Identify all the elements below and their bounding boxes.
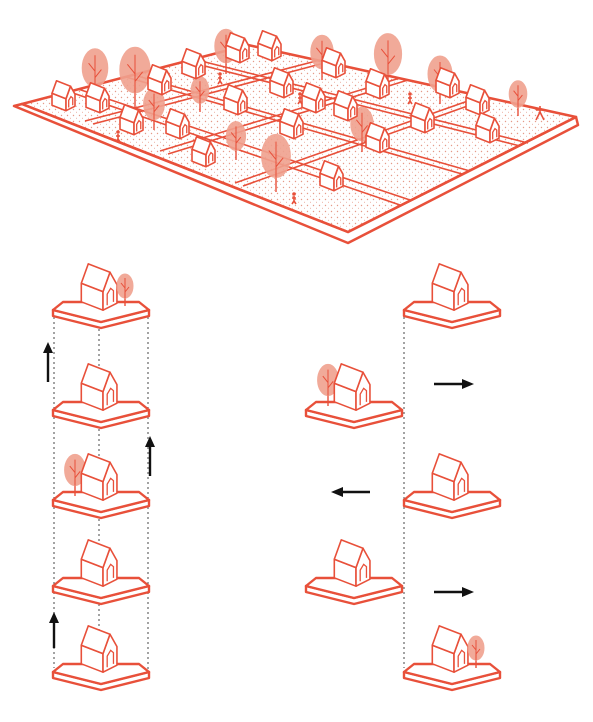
plan-house bbox=[465, 84, 490, 116]
left-plot-4 bbox=[51, 539, 151, 606]
plan-house bbox=[410, 102, 435, 134]
plot-tree bbox=[116, 273, 134, 306]
left-plot-1 bbox=[51, 263, 151, 330]
plan-person bbox=[407, 92, 413, 105]
plan-house bbox=[365, 122, 390, 154]
plan-house bbox=[191, 136, 216, 168]
plan-house bbox=[147, 64, 172, 96]
plot-house bbox=[431, 625, 469, 673]
plan-person bbox=[115, 130, 121, 143]
plan-house bbox=[333, 90, 358, 122]
plan-house bbox=[51, 80, 76, 112]
arrow-right-1 bbox=[434, 379, 474, 389]
arrow-up-1 bbox=[43, 342, 53, 382]
plot-house bbox=[80, 625, 118, 673]
right-column-stagger bbox=[304, 263, 502, 692]
plan-person bbox=[217, 72, 223, 85]
plan-house bbox=[85, 82, 110, 114]
plan-tree bbox=[508, 80, 528, 116]
arrow-right-2 bbox=[434, 587, 474, 597]
plan-cyclist bbox=[535, 106, 545, 121]
plan-house bbox=[225, 31, 250, 64]
plot-house bbox=[333, 539, 371, 587]
plan-tree bbox=[261, 133, 291, 192]
left-plot-3 bbox=[51, 453, 151, 520]
plan-house bbox=[301, 82, 326, 114]
arrow-left-1 bbox=[331, 487, 370, 497]
plan-house bbox=[181, 47, 206, 80]
left-plots bbox=[51, 263, 151, 692]
right-plots bbox=[304, 263, 502, 692]
plan-house bbox=[257, 29, 282, 62]
plot-house bbox=[80, 453, 118, 501]
plan-person bbox=[297, 92, 303, 105]
plot-house bbox=[80, 363, 118, 411]
plot-house bbox=[431, 453, 469, 501]
left-column-stack bbox=[43, 263, 155, 692]
plan-house bbox=[319, 160, 344, 192]
plan-tree bbox=[225, 121, 247, 160]
plot-house bbox=[431, 263, 469, 311]
arrow-up-3 bbox=[49, 612, 59, 648]
plan-house bbox=[321, 46, 346, 79]
plan-tree bbox=[373, 33, 403, 88]
plot-house bbox=[80, 263, 118, 311]
plan-house bbox=[475, 112, 500, 144]
arrow-up-2 bbox=[145, 436, 155, 476]
left-plot-2 bbox=[51, 363, 151, 430]
plot-house bbox=[333, 363, 371, 411]
plan-tree bbox=[143, 87, 165, 130]
plan-house bbox=[365, 68, 390, 100]
plan-house bbox=[119, 104, 144, 136]
right-plot-4 bbox=[304, 539, 404, 606]
right-plot-5 bbox=[402, 625, 502, 692]
isometric-neighborhood-plan bbox=[12, 28, 580, 245]
plot-tree bbox=[317, 363, 339, 406]
plan-house bbox=[279, 108, 304, 140]
plot-tree bbox=[64, 453, 86, 496]
plot-house bbox=[80, 539, 118, 587]
plan-house bbox=[269, 67, 294, 99]
right-plot-1 bbox=[402, 263, 502, 330]
right-plot-2 bbox=[304, 363, 404, 430]
plan-house bbox=[223, 84, 248, 116]
plan-objects bbox=[51, 28, 545, 205]
plan-house bbox=[435, 67, 460, 99]
plot-tree bbox=[467, 635, 485, 668]
plan-tree bbox=[190, 76, 210, 112]
left-plot-5 bbox=[51, 625, 151, 692]
plan-house bbox=[165, 108, 190, 140]
right-plot-3 bbox=[402, 453, 502, 520]
plan-person bbox=[291, 192, 297, 205]
